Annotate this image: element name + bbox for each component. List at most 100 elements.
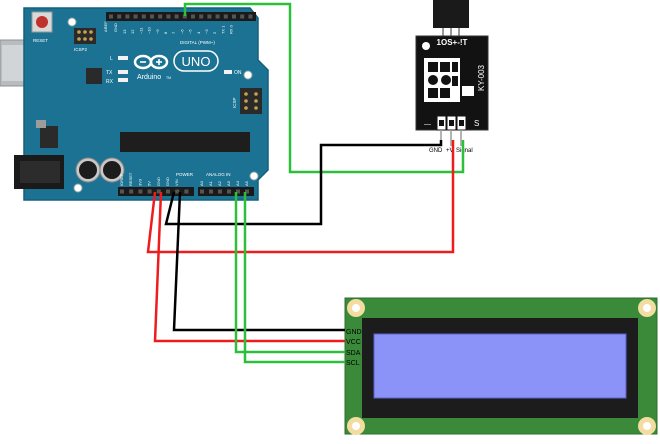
uno-model-label: UNO <box>182 54 211 69</box>
gnd-pin-label: GND <box>113 23 118 32</box>
uno-badge <box>173 50 219 72</box>
microcontroller-chip <box>120 132 250 152</box>
lcd-screen <box>373 333 627 399</box>
pin-label: 13 <box>122 29 127 34</box>
header-pin-hole <box>248 14 253 19</box>
reset-button-cap[interactable] <box>36 16 48 28</box>
pin-label: 3V3 <box>137 178 142 186</box>
usb-chip <box>86 68 102 84</box>
mounting-hole <box>73 183 83 193</box>
ky003-sensor-module: 1OS+-!T KY-003 — S <box>415 0 489 154</box>
sensor-brand-label: 1OS+-!T <box>437 38 468 47</box>
pin-label: RX 0 <box>229 24 234 34</box>
header-pin-hole <box>141 14 146 19</box>
pin-label: 4 <box>196 31 201 34</box>
led-on <box>224 70 232 74</box>
power-jack-face <box>20 161 60 183</box>
header-pin-hole <box>175 189 180 194</box>
pin-label: ~11 <box>138 27 143 34</box>
header-pin-hole <box>223 14 228 19</box>
sensor-mount-hole <box>422 42 430 50</box>
pin-label: 5V <box>147 181 152 186</box>
header-pin-hole <box>174 14 179 19</box>
header-pin-hole <box>184 189 189 194</box>
icsp2-header <box>74 28 96 44</box>
header-pin-hole <box>215 14 220 19</box>
sensor-vcc-pin-label: +V <box>446 148 454 154</box>
icsp-label: ICSP <box>232 97 237 108</box>
wire-lcd-gnd <box>172 191 345 332</box>
regulator-tab <box>36 120 46 128</box>
pin-label: ~3 <box>204 29 209 34</box>
pin-label: ~9 <box>155 29 160 34</box>
header-pin-hole <box>129 189 134 194</box>
header-pin-hole <box>218 189 222 194</box>
header-pin-hole <box>150 14 154 19</box>
header-pin-hole <box>138 189 143 194</box>
header-pin-hole <box>227 189 231 194</box>
arduino-uno-board: RESET ICSP2 ICSP L TX RX Arduino TM UNO … <box>0 7 269 201</box>
pin-label: ~10 <box>147 26 152 34</box>
lcd-sda-pin-label: SDA <box>346 350 361 357</box>
pin-label: A1 <box>208 180 213 186</box>
sensor-signal-pin-label: Signal <box>456 148 473 154</box>
led-l <box>118 56 128 60</box>
pin-label: GND <box>165 177 170 186</box>
led-rx <box>118 78 128 82</box>
sensor-pin-header <box>436 115 467 131</box>
pin-label: 2 <box>212 31 217 34</box>
wire-sensor-vcc <box>146 140 455 254</box>
analog-header <box>198 187 254 196</box>
lcd-vcc-pin-label: VCC <box>346 339 361 346</box>
sensor-component-dots <box>428 62 458 98</box>
on-led-label: ON <box>234 70 242 76</box>
header-pin-hole <box>133 14 138 19</box>
sensor-led <box>462 86 474 96</box>
arduino-logo-icon <box>133 54 169 70</box>
mounting-hole <box>67 17 77 27</box>
voltage-regulator <box>40 126 58 148</box>
header-pin-hole <box>199 14 204 19</box>
lcd-mount-hole-center <box>643 422 651 430</box>
digital-header-label: DIGITAL (PWM~) <box>180 40 215 45</box>
header-pin-hole <box>156 189 161 194</box>
icsp2-label: ICSP2 <box>74 47 88 52</box>
pin-label: A5 <box>244 180 249 186</box>
pin-label: A2 <box>217 180 222 186</box>
header-pin-hole <box>191 14 195 19</box>
pin-label: 8 <box>163 31 168 34</box>
header-pin-hole <box>147 189 152 194</box>
wire-signal <box>183 2 465 174</box>
sensor-gnd-pin-label: GND <box>429 148 443 154</box>
lcd-mount-hole-center <box>352 304 360 312</box>
pin-label: TX 1 <box>220 25 225 34</box>
sensor-minus-label: — <box>424 121 431 128</box>
header-pin-hole <box>245 189 249 194</box>
pin-label: VIN <box>174 179 179 186</box>
header-pin-hole <box>209 189 213 194</box>
header-pin-hole <box>166 189 170 194</box>
header-pin-hole <box>240 14 245 19</box>
header-pin-hole <box>207 14 212 19</box>
digital-header <box>106 12 256 21</box>
wire-sensor-gnd <box>164 140 443 226</box>
header-pin-hole <box>182 14 187 19</box>
capacitor-top <box>79 161 97 179</box>
pin-label: RESET <box>128 172 133 186</box>
pin-label: A0 <box>199 180 204 186</box>
tx-led-label: TX <box>106 70 113 76</box>
analog-header-label: ANALOG IN <box>206 172 231 177</box>
sensor-model-label: KY-003 <box>477 64 486 91</box>
aref-pin-label: AREF <box>103 21 108 32</box>
led-tx <box>118 70 128 74</box>
pin-label: GND <box>156 177 161 186</box>
header-pin-hole <box>200 189 204 194</box>
lcd-module: GND VCC SDA SCL <box>344 297 658 435</box>
hall-sensor-body <box>433 0 469 28</box>
header-pin-hole <box>117 14 122 19</box>
sensor-s-label: S <box>474 119 479 128</box>
